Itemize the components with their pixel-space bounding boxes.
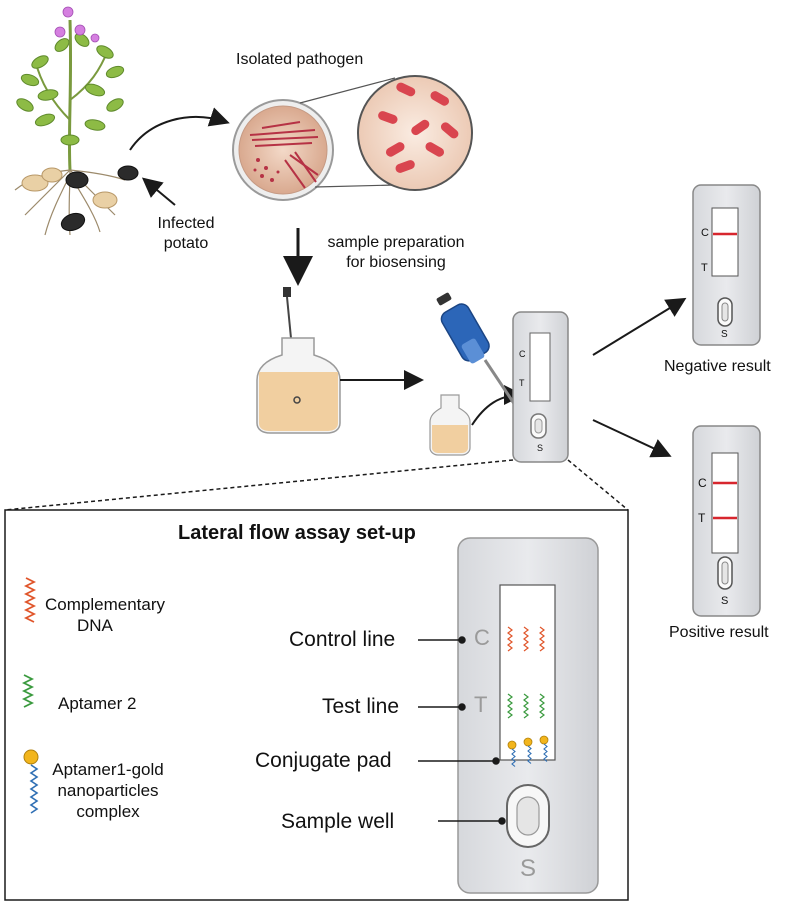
lfa-setup-panel (4, 509, 629, 901)
positive-s-letter: S (721, 595, 729, 607)
legend-aptamer1-gold-line3: complex (76, 802, 140, 821)
legend-aptamer1-gold: Aptamer1-gold nanoparticles complex (44, 759, 172, 822)
negative-s-letter: S (721, 329, 728, 340)
legend-aptamer2: Aptamer 2 (58, 694, 137, 713)
positive-result-cassette (692, 425, 761, 617)
sample-prep-line1: sample preparation (327, 234, 465, 251)
aptamer2-symbol (21, 674, 35, 708)
legend-aptamer1-gold-line2: nanoparticles (57, 781, 159, 800)
positive-result-label: Positive result (669, 624, 769, 641)
negative-c-letter: C (701, 227, 709, 239)
complementary-dna-symbol (23, 577, 37, 623)
infected-potato-label: Infected potato (148, 214, 224, 254)
center-s-letter: S (537, 443, 544, 453)
panel-title: Lateral flow assay set-up (178, 522, 416, 544)
sample-prep-label: sample preparation for biosensing (310, 233, 482, 273)
sample-prep-line2: for biosensing (346, 254, 446, 271)
center-lfa-cassette (512, 311, 569, 463)
negative-result-cassette (692, 184, 761, 346)
positive-c-letter: C (698, 476, 707, 490)
infected-potato-line1: Infected (157, 215, 215, 232)
big-s-letter: S (520, 855, 537, 882)
positive-t-letter: T (698, 511, 706, 525)
negative-t-letter: T (701, 262, 708, 274)
petri-dish-illustration (232, 75, 473, 201)
legend-complementary-dna-line1: Complementary (45, 595, 165, 614)
conjugate-pad-label: Conjugate pad (255, 749, 392, 772)
aptamer1-gold-symbol (23, 749, 39, 814)
big-t-letter: T (474, 692, 488, 717)
control-line-label: Control line (289, 628, 396, 651)
legend-aptamer1-gold-line1: Aptamer1-gold (52, 760, 164, 779)
center-t-letter: T (519, 378, 525, 388)
potato-plant-illustration (14, 6, 139, 236)
legend-complementary-dna: Complementary DNA (45, 594, 165, 636)
isolated-pathogen-label: Isolated pathogen (236, 51, 364, 68)
negative-result-label: Negative result (664, 358, 771, 375)
big-c-letter: C (474, 625, 490, 650)
sample-bottle-illustration (256, 287, 341, 434)
center-c-letter: C (519, 349, 526, 359)
infected-potato-line2: potato (163, 235, 209, 252)
sample-well-label: Sample well (281, 810, 395, 833)
test-line-label: Test line (322, 695, 400, 718)
small-bottle-illustration (429, 394, 471, 456)
legend-complementary-dna-line2: DNA (77, 616, 113, 635)
